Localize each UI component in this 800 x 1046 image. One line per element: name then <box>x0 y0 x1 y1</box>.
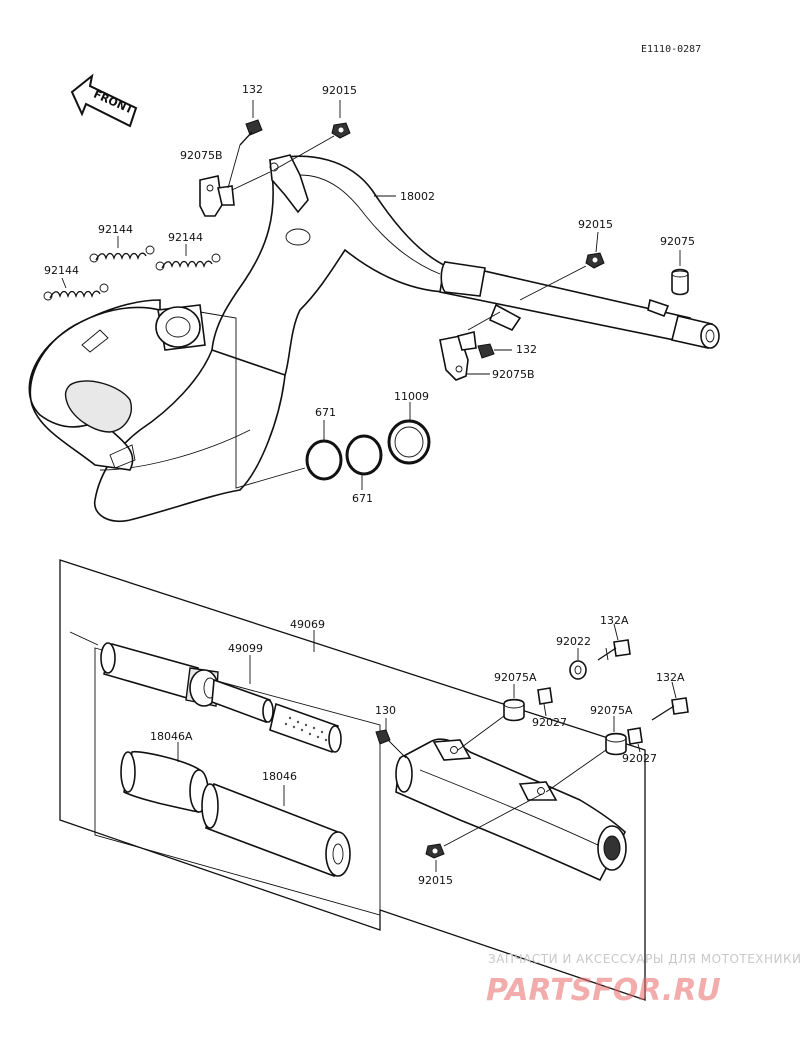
label-92027-a: 92027 <box>532 716 567 729</box>
bolt-132-top: 132 <box>239 83 263 146</box>
springs-92144: 92144 92144 92144 <box>43 223 221 301</box>
label-92144-b: 92144 <box>168 231 203 244</box>
label-130: 130 <box>375 704 396 717</box>
bolt-132a-b: 132A <box>651 671 689 721</box>
label-92144-a: 92144 <box>98 223 133 236</box>
watermark-tagline: ЗАПЧАСТИ И АКСЕССУАРЫ ДЛЯ МОТОТЕХНИКИ <box>488 952 800 966</box>
label-11009: 11009 <box>394 390 429 403</box>
collar-92027-b: 92027 <box>622 727 657 765</box>
label-18046: 18046 <box>262 770 297 783</box>
o-ring-671-b: 671 <box>345 434 383 505</box>
label-92144-c: 92144 <box>44 264 79 277</box>
damper-92075-mid: 92075 <box>660 235 695 296</box>
nut-92015-mid: 92015 <box>519 218 613 301</box>
spring-92144-a: 92144 <box>89 223 155 263</box>
watermark-logo: PARTSFOR.RU <box>486 973 721 1008</box>
label-92075a-a: 92075A <box>494 671 537 684</box>
damper-92075a-a: 92075A <box>457 671 537 751</box>
nut-92015-top: 92015 <box>273 84 357 171</box>
label-132-top: 132 <box>242 83 263 96</box>
label-92015-bottom: 92015 <box>418 874 453 887</box>
label-92075b-top: 92075B <box>180 149 223 162</box>
spring-92144-b: 92144 <box>155 231 221 271</box>
diagram-code: E1110-0287 <box>641 44 701 55</box>
bolt-132-mid: 132 <box>477 343 537 359</box>
damper-92075a-b: 92075A <box>545 704 633 793</box>
label-18046a: 18046A <box>150 730 193 743</box>
label-671-b: 671 <box>352 492 373 505</box>
gasket-11009: 11009 <box>387 390 431 465</box>
inner-kit-frame-49069: 49069 <box>69 618 381 916</box>
collar-92027-a: 92027 <box>532 687 567 729</box>
leader-inlet <box>199 311 306 489</box>
label-92075a-b: 92075A <box>590 704 633 717</box>
bolt-130: 130 <box>375 704 407 759</box>
spring-92144-c: 92144 <box>43 264 109 301</box>
label-132-mid: 132 <box>516 343 537 356</box>
label-49069: 49069 <box>290 618 325 631</box>
label-132a-a: 132A <box>600 614 629 627</box>
label-92015-mid: 92015 <box>578 218 613 231</box>
label-92015-top: 92015 <box>322 84 357 97</box>
bolt-132a-a: 132A <box>597 614 631 661</box>
front-arrow: FRONT <box>70 73 138 128</box>
label-92022: 92022 <box>556 635 591 648</box>
expansion-chamber-18002 <box>28 154 720 522</box>
nut-92015-bottom: 92015 <box>418 793 543 887</box>
label-92075b-mid: 92075B <box>492 368 535 381</box>
label-18002: 18002 <box>400 190 435 203</box>
label-671-a: 671 <box>315 406 336 419</box>
packing-18046a: 18046A <box>120 730 209 813</box>
label-49099: 49099 <box>228 642 263 655</box>
washer-92022: 92022 <box>556 635 591 680</box>
inner-pipe-49099: 49099 <box>100 642 342 754</box>
label-132a-b: 132A <box>656 671 685 684</box>
watermark: ЗАПЧАСТИ И АКСЕССУАРЫ ДЛЯ МОТОТЕХНИКИ PA… <box>486 952 800 1008</box>
o-ring-671-a: 671 <box>305 406 343 481</box>
label-92075-mid: 92075 <box>660 235 695 248</box>
packing-18046: 18046 <box>201 770 351 878</box>
bracket-92075b-top: 92075B <box>180 144 271 217</box>
bracket-92075b-mid: 92075B <box>439 311 535 381</box>
label-92027-b: 92027 <box>622 752 657 765</box>
